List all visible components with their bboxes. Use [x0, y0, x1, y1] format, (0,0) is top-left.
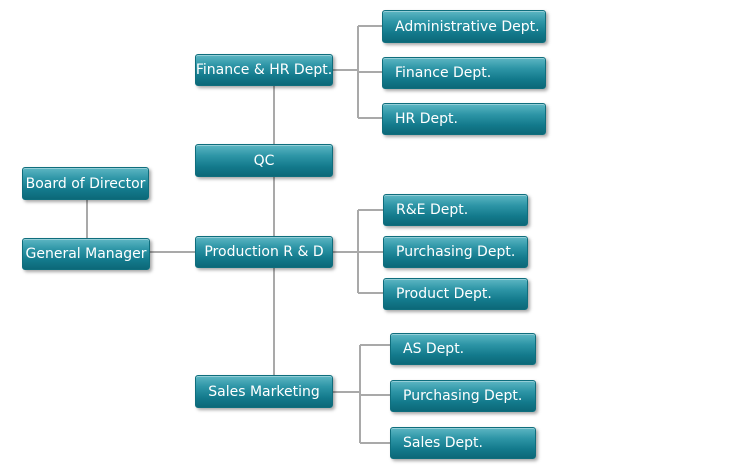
node-re-dept: R&E Dept.: [383, 194, 528, 226]
node-board-of-director: Board of Director: [22, 167, 149, 200]
node-finance-dept: Finance Dept.: [382, 57, 546, 89]
node-sales-dept: Sales Dept.: [390, 427, 536, 459]
node-as-dept: AS Dept.: [390, 333, 536, 365]
node-administrative-dept: Administrative Dept.: [382, 10, 546, 43]
node-general-manager: General Manager: [22, 238, 150, 270]
node-finance-hr-dept: Finance & HR Dept.: [195, 54, 333, 86]
node-qc: QC: [195, 144, 333, 177]
node-product-dept: Product Dept.: [383, 278, 528, 310]
node-sales-marketing: Sales Marketing: [195, 375, 333, 408]
node-production-r-and-d: Production R & D: [195, 236, 333, 268]
node-purchasing-dept-sales: Purchasing Dept.: [390, 380, 536, 412]
node-purchasing-dept-production: Purchasing Dept.: [383, 236, 528, 268]
node-hr-dept: HR Dept.: [382, 103, 546, 135]
